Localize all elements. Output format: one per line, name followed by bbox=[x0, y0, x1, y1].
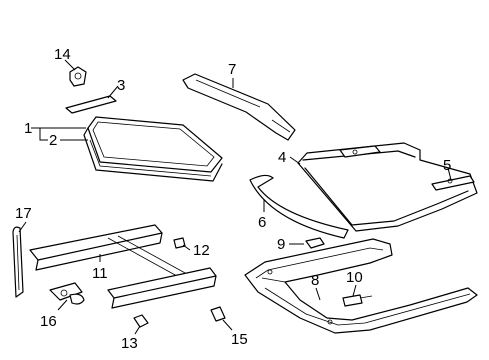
front-seal bbox=[249, 174, 349, 239]
bolt-part-10 bbox=[342, 294, 373, 307]
bracket-part-14 bbox=[69, 66, 87, 87]
callout-9: 9 bbox=[277, 236, 285, 253]
callout-15: 15 bbox=[231, 331, 248, 348]
sunroof-housing bbox=[244, 238, 478, 334]
callout-8: 8 bbox=[311, 272, 319, 289]
leader-lines bbox=[18, 59, 452, 335]
callout-13: 13 bbox=[121, 335, 138, 352]
sunroof-frame bbox=[297, 142, 478, 232]
glass-panel bbox=[83, 116, 223, 182]
callout-10: 10 bbox=[346, 269, 363, 286]
clip-part-13 bbox=[133, 314, 149, 328]
clip-part-9 bbox=[305, 237, 325, 249]
callout-3: 3 bbox=[117, 77, 125, 94]
motor bbox=[49, 282, 85, 305]
clip-part-15 bbox=[210, 306, 226, 322]
callout-5: 5 bbox=[443, 157, 451, 174]
callout-11: 11 bbox=[92, 265, 108, 282]
callout-7: 7 bbox=[228, 61, 236, 78]
clip-part-12 bbox=[173, 237, 186, 249]
sunshade bbox=[29, 224, 217, 309]
rear-rail bbox=[182, 73, 296, 141]
callout-14: 14 bbox=[54, 46, 71, 63]
wind-deflector bbox=[65, 95, 117, 114]
callout-17: 17 bbox=[15, 205, 32, 222]
callout-2: 2 bbox=[49, 132, 57, 149]
weatherstrip bbox=[12, 226, 24, 298]
callout-16: 16 bbox=[40, 313, 57, 330]
callout-12: 12 bbox=[193, 242, 210, 259]
callout-4: 4 bbox=[278, 149, 286, 166]
callout-1: 1 bbox=[24, 120, 32, 137]
callout-6: 6 bbox=[258, 214, 266, 231]
